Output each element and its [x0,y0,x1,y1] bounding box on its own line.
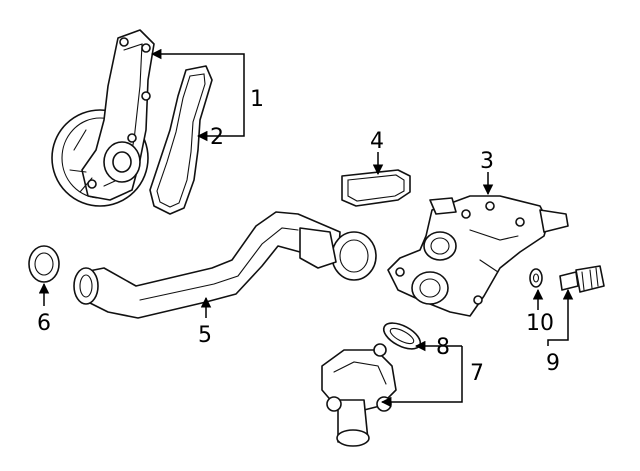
callout-8: 8 [436,335,450,360]
callout-1: 1 [250,87,264,112]
temperature-sensor [559,265,605,293]
callout-5: 5 [198,323,212,348]
coolant-hose [73,211,377,319]
water-pump [51,29,155,207]
callout-6: 6 [37,311,51,336]
o-ring-6 [28,245,60,283]
callout-7: 7 [470,361,484,386]
callout-10: 10 [526,311,554,336]
pump-gasket [149,65,213,215]
callout-4: 4 [370,129,384,154]
leader-lines [38,48,574,408]
thermostat-cover [321,343,397,447]
callout-9: 9 [546,351,560,376]
sensor-washer [529,268,543,288]
outlet-gasket [341,169,411,207]
callout-3: 3 [480,149,494,174]
callout-2: 2 [210,125,224,150]
thermostat-housing [387,195,569,317]
